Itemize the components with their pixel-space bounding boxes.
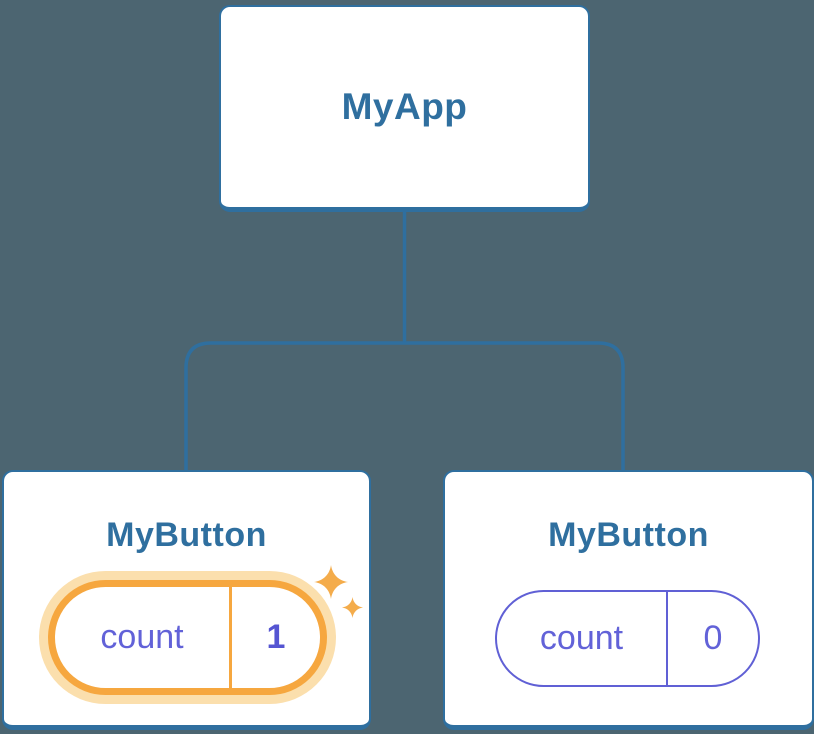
state-pill-highlighted: count 1: [48, 579, 327, 695]
node-myapp: MyApp: [219, 5, 590, 212]
connector-branch: [184, 341, 625, 470]
node-myapp-label: MyApp: [341, 86, 468, 127]
state-pill: count 0: [495, 589, 760, 687]
state-key-label: count: [539, 618, 624, 657]
state-key-label: count: [100, 617, 184, 656]
node-mybutton-right-label: MyButton: [548, 516, 709, 554]
sparkle-icon: [314, 565, 348, 599]
sparkle-icon: [342, 597, 363, 618]
node-mybutton-left: MyButton count 1: [2, 470, 371, 730]
node-mybutton-left-label: MyButton: [106, 516, 267, 554]
state-value: 0: [666, 591, 758, 685]
state-value: 1: [229, 586, 320, 688]
node-mybutton-right: MyButton count 0: [443, 470, 814, 730]
